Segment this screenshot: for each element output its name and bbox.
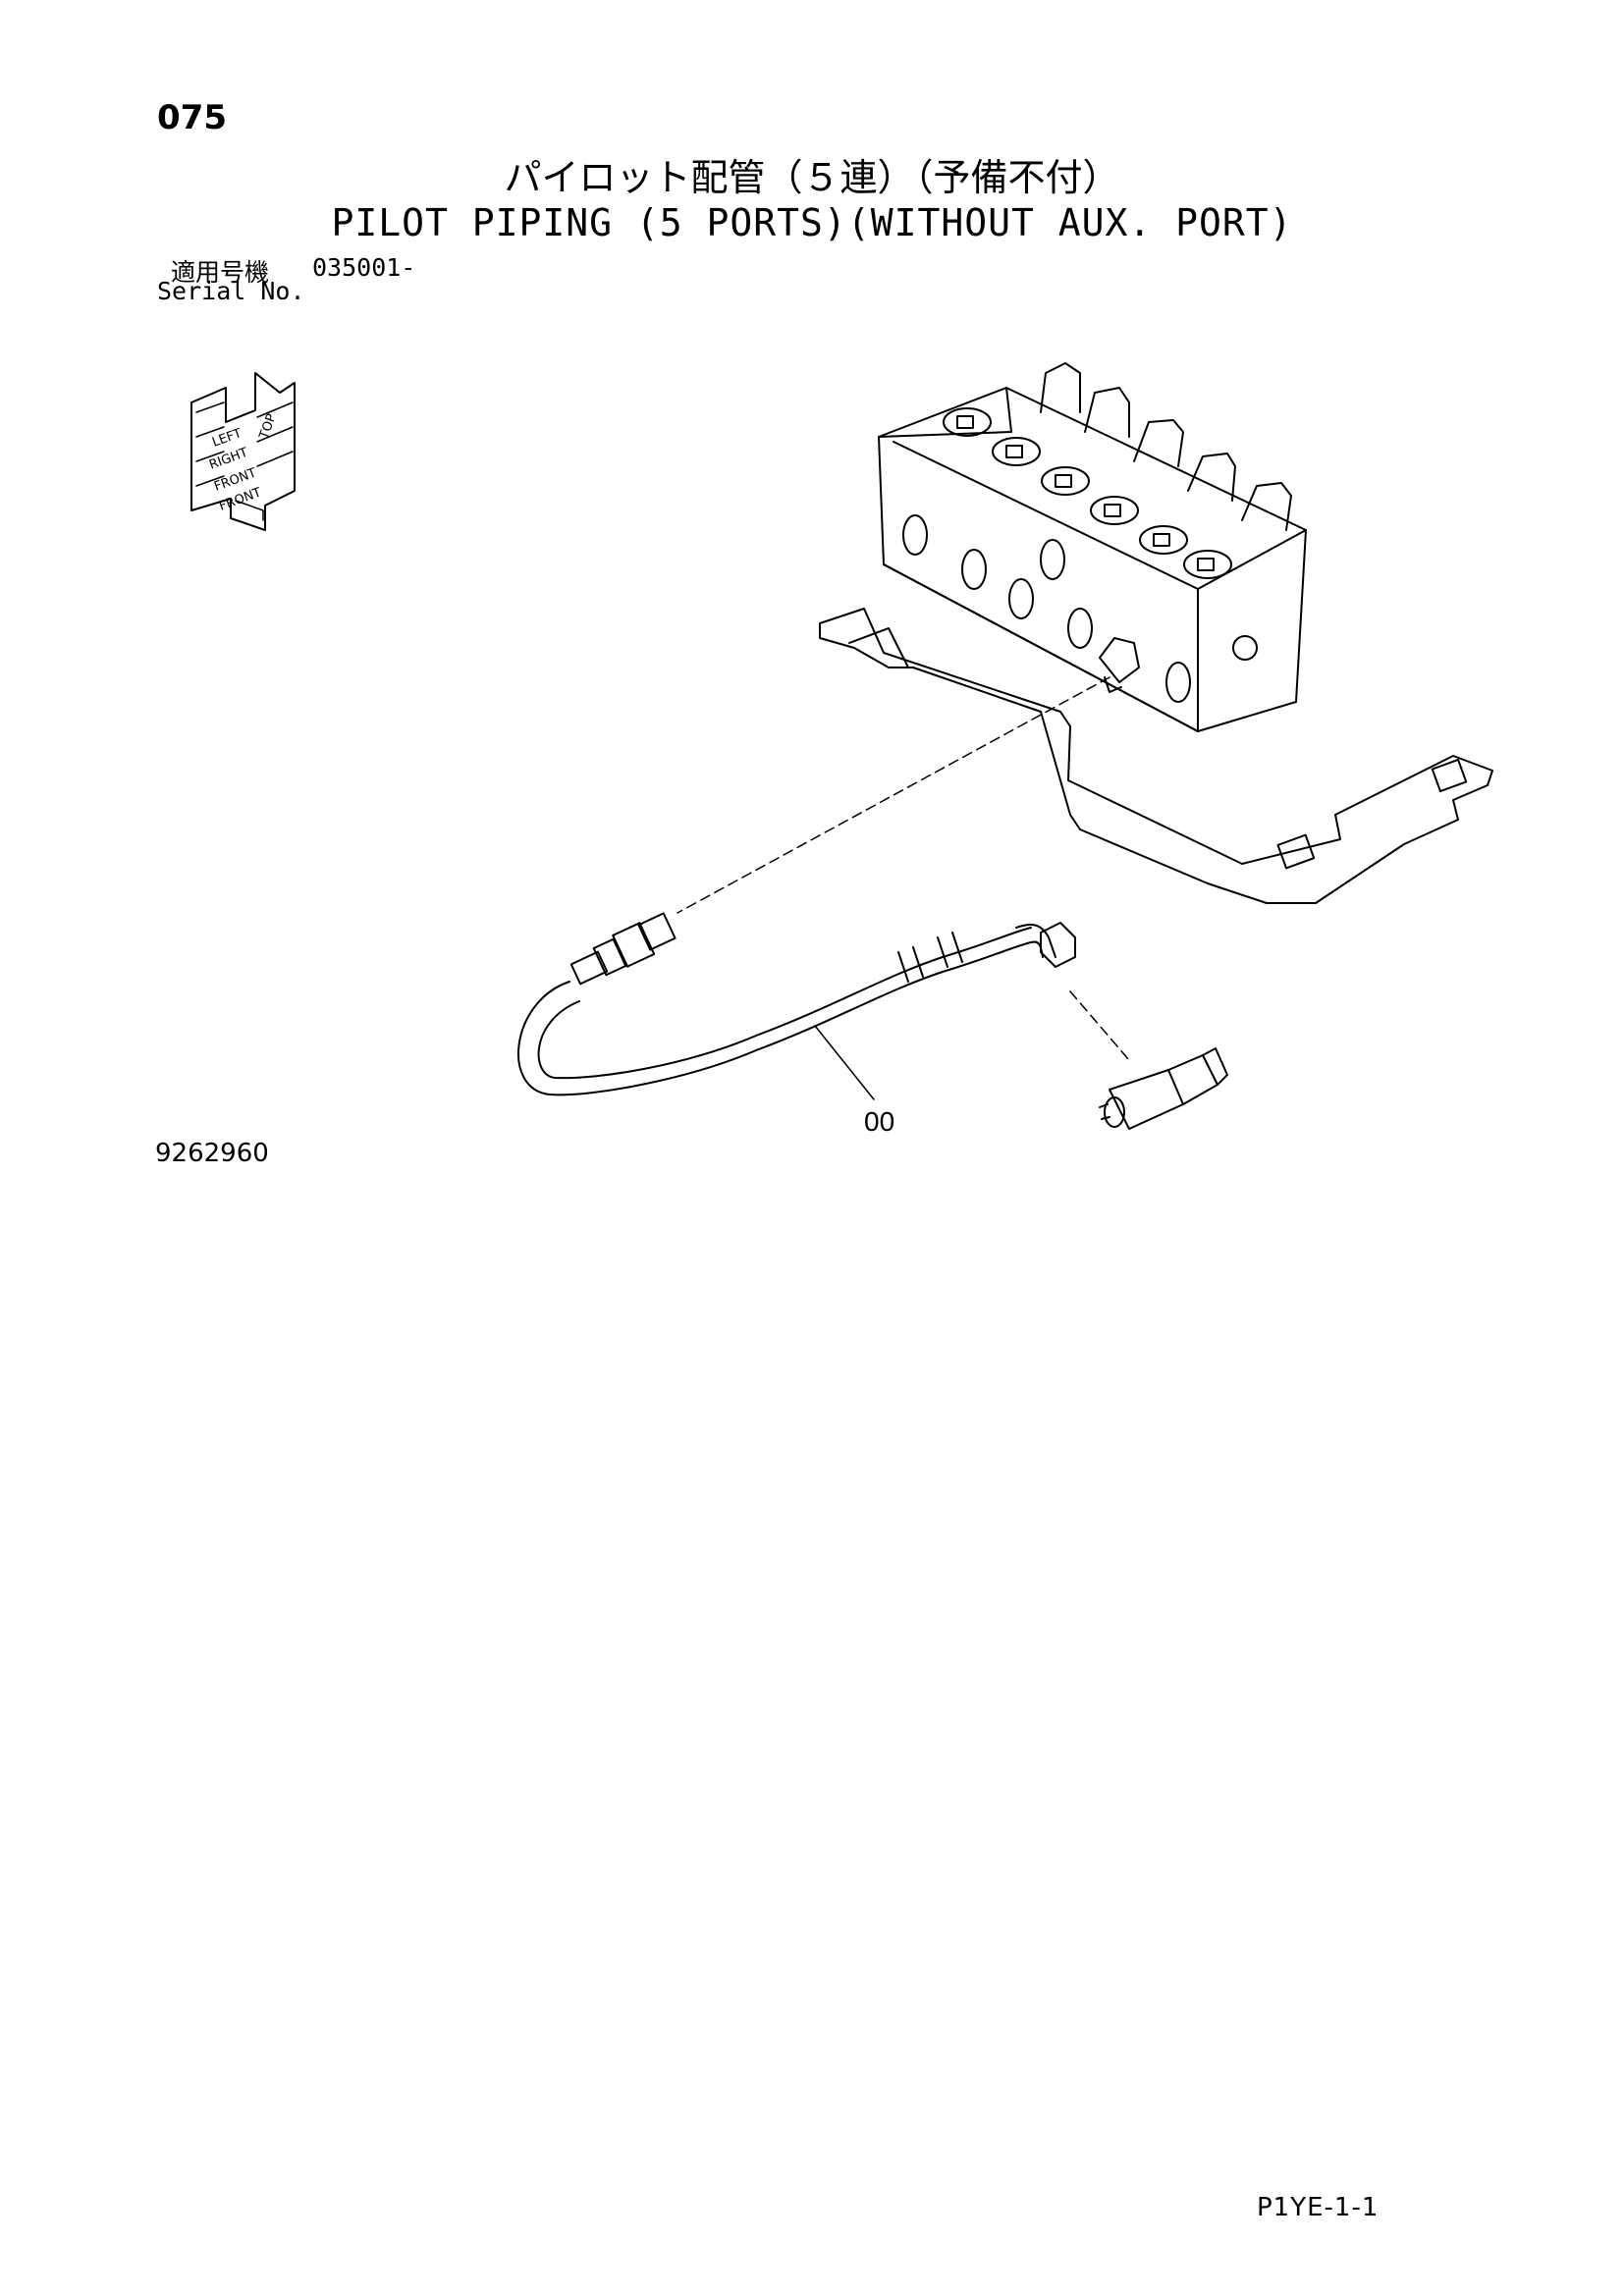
adapter-fitting <box>1099 1047 1228 1130</box>
hose-clamps <box>897 932 963 983</box>
valve-block <box>878 362 1307 732</box>
serial-label-english: Serial No. <box>157 277 305 305</box>
side-ports <box>902 514 1258 703</box>
serial-label-japanese: 適用号機 <box>171 258 270 287</box>
page-number: 075 <box>157 98 227 137</box>
pressure-switches <box>1040 362 1292 531</box>
drawing-number: 9262960 <box>155 1139 269 1168</box>
hose-assembly <box>517 912 1076 1100</box>
title-japanese: パイロット配管（５連）（予備不付） <box>504 156 1120 199</box>
hose-fitting-left <box>569 912 677 986</box>
top-ports <box>943 407 1232 579</box>
leader-line-lower <box>1069 990 1130 1061</box>
hose-elbow-right <box>1015 922 1076 968</box>
footer-code: P1YE-1-1 <box>1257 2193 1380 2222</box>
valve-fitting <box>1099 637 1140 693</box>
title-english: PILOT PIPING (5 PORTS)(WITHOUT AUX. PORT… <box>331 201 1293 244</box>
callout-00: 00 <box>864 1106 894 1137</box>
leader-line-upper <box>677 676 1110 914</box>
serial-value: 035001- <box>312 253 416 282</box>
bracket-plate <box>819 608 1493 904</box>
callout-leader <box>814 1025 875 1100</box>
orientation-icon: LEFT RIGHT TOP FRONT FRONT <box>190 372 296 531</box>
